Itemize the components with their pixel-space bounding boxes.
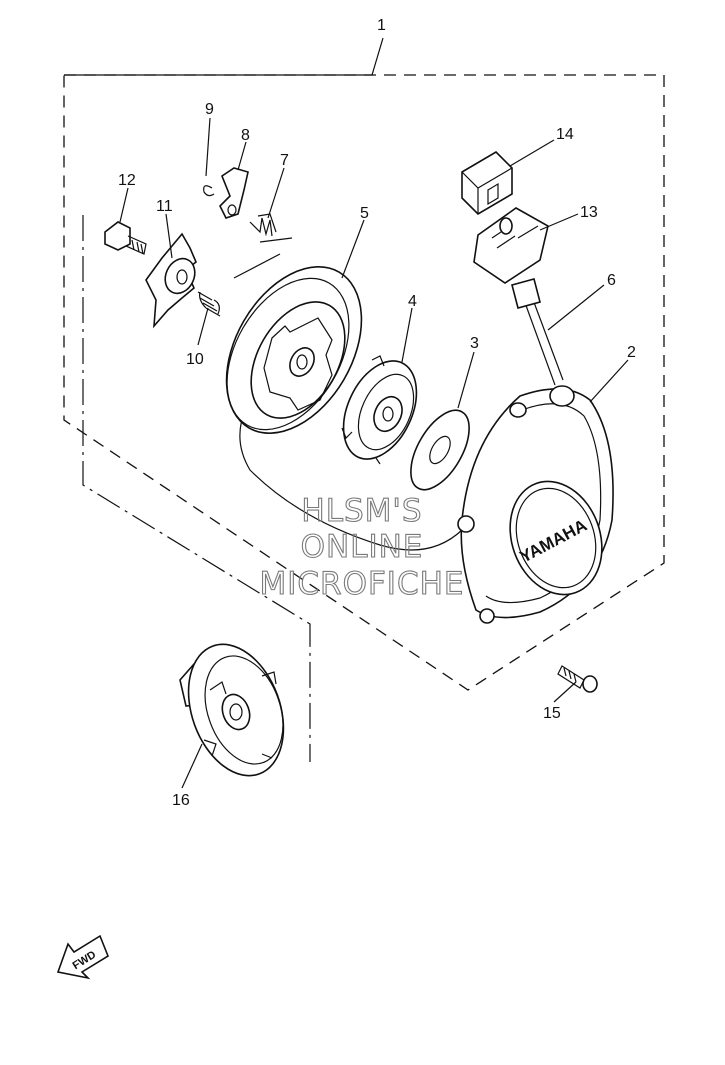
callout-13: 13 (580, 204, 598, 221)
screw-15 (557, 665, 598, 693)
clip-9 (203, 185, 215, 197)
callout-4: 4 (408, 293, 417, 310)
callout-14: 14 (556, 126, 574, 143)
forward-direction-arrow: FWD (56, 934, 109, 980)
callout-3: 3 (470, 335, 479, 352)
callout-1-bracket (64, 37, 384, 76)
callout-2: 2 (627, 344, 636, 361)
callout-15: 15 (543, 705, 561, 722)
watermark-line-2: ONLINE (301, 529, 424, 565)
watermark-line-3: MICROFICHE (260, 566, 465, 602)
drive-plate (341, 355, 418, 465)
part-16-reference-lines (82, 215, 311, 762)
starter-rope (239, 278, 564, 551)
spring-10 (197, 291, 221, 317)
handle-cap (461, 150, 513, 216)
drive-pulley (179, 643, 285, 777)
callout-12: 12 (118, 172, 136, 189)
sheave-drum (225, 266, 363, 434)
callout-5: 5 (360, 205, 369, 222)
callout-6: 6 (607, 272, 616, 289)
washer (410, 409, 470, 491)
callout-16: 16 (172, 792, 190, 809)
callout-9: 9 (205, 101, 214, 118)
callout-numbers: 1 2 3 4 5 6 7 8 9 10 11 12 13 14 15 16 (118, 17, 636, 809)
callout-1: 1 (377, 17, 386, 34)
leader-lines (119, 117, 629, 789)
bolt-12 (104, 221, 147, 255)
callout-11: 11 (156, 198, 173, 215)
pawl-spring (249, 213, 277, 237)
pawl (219, 167, 249, 219)
starter-handle (473, 207, 549, 284)
assembly-boundary (63, 74, 665, 691)
starter-case-cover: YAMAHA (457, 385, 614, 624)
watermark-line-1: HLSM'S (301, 493, 422, 529)
callout-7: 7 (280, 152, 289, 169)
callout-8: 8 (241, 127, 250, 144)
watermark: HLSM'S ONLINE MICROFICHE (259, 492, 465, 602)
friction-plate (145, 232, 197, 329)
callout-10: 10 (186, 351, 204, 368)
